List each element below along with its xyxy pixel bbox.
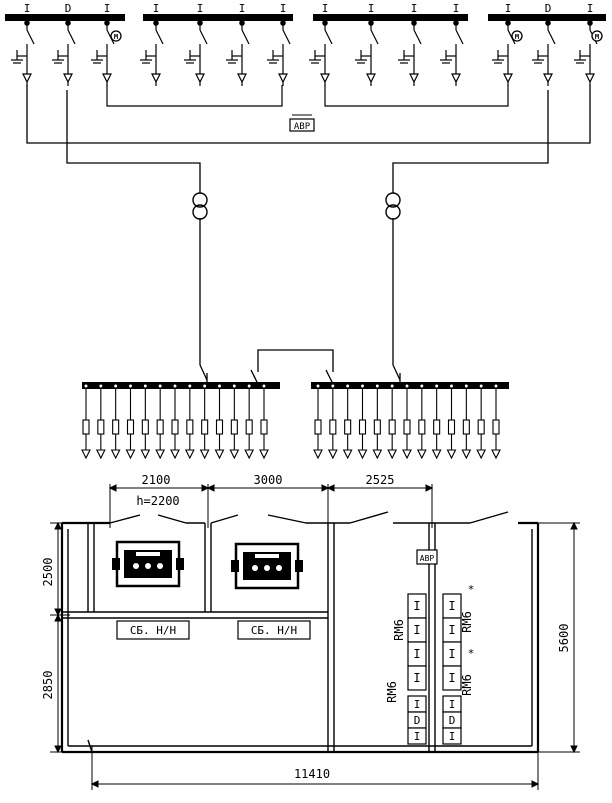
transformers	[192, 192, 401, 220]
svg-text:*: *	[468, 647, 475, 660]
mv-busbars	[5, 14, 606, 21]
lv-board-2-label: СБ. Н/Н	[251, 624, 297, 637]
cell-label: I	[197, 2, 204, 15]
lv-busbars	[82, 382, 509, 389]
dimension-2500: 2500	[41, 558, 55, 587]
cell-label: I	[322, 2, 329, 15]
cell-label: D	[65, 2, 72, 15]
lv-incomers	[199, 349, 401, 385]
cell-label: I	[280, 2, 287, 15]
transformer-2-icon	[385, 192, 401, 208]
rm6-label: RM6	[460, 674, 474, 696]
cell-label: I	[239, 2, 246, 15]
rm6-cell: I	[414, 698, 421, 711]
rm6-cell: D	[449, 714, 456, 727]
transformer-unit-2	[231, 542, 303, 590]
rm6-cell: I	[413, 599, 420, 613]
rm6-cell: I	[413, 623, 420, 637]
lv-board-2	[237, 620, 311, 640]
mv-busbar-1	[5, 14, 125, 21]
motor-label: M	[595, 33, 599, 41]
cell-label: D	[545, 2, 552, 15]
dimension-h2200: h=2200	[136, 494, 179, 508]
lv-board-1-label: СБ. Н/Н	[130, 624, 176, 637]
dimension-2525: 2525	[366, 473, 395, 487]
dimension-3000: 3000	[254, 473, 283, 487]
rm6-cell: I	[448, 671, 455, 685]
rm6-cell: I	[449, 730, 456, 743]
mv-busbar-3	[313, 14, 468, 21]
motor-icon	[110, 30, 122, 42]
mv-busbar-2	[143, 14, 293, 21]
dimension-2850: 2850	[41, 671, 55, 700]
floor-plan	[50, 484, 580, 790]
rm6-cell: I	[448, 623, 455, 637]
dimension-11410: 11410	[294, 767, 330, 781]
rm6-label: RM6	[460, 611, 474, 633]
transformer-1-icon	[192, 192, 208, 208]
rm6-star-marks: * *	[468, 583, 475, 660]
cell-label: I	[153, 2, 160, 15]
cell-label: I	[505, 2, 512, 15]
lv-feeders	[81, 383, 501, 460]
lv-board-1	[116, 620, 190, 640]
cell-label: I	[24, 2, 31, 15]
rm6-cell: I	[448, 599, 455, 613]
rm6-cell: I	[414, 730, 421, 743]
avr-box	[289, 118, 315, 132]
dimension-2100: 2100	[142, 473, 171, 487]
floor-plan-labels: 2100 h=2200 3000 2525 2500 2850 5600 114…	[41, 473, 571, 781]
cell-label: I	[104, 2, 111, 15]
rm6-cell: I	[413, 647, 420, 661]
motor-icon	[511, 30, 523, 42]
motor-icon	[591, 30, 603, 42]
rm6-cell: D	[414, 714, 421, 727]
rm6-units	[407, 549, 462, 691]
mv-feeders	[11, 20, 598, 86]
cell-label: I	[368, 2, 375, 15]
dimension-5600: 5600	[557, 624, 571, 653]
avr-interlock	[106, 85, 509, 132]
cell-label: I	[587, 2, 594, 15]
rm6-lower-labels: I D I I D I	[414, 698, 456, 743]
rm6-label: RM6	[385, 681, 399, 703]
rm6-cell: I	[413, 671, 420, 685]
transformer-unit-1	[112, 540, 184, 588]
rm6-cell: I	[449, 698, 456, 711]
motor-symbols: M M M	[110, 30, 603, 42]
mv-cell-labels: I D I I I I I I I I I I D I	[24, 2, 594, 15]
transformer-feeds	[26, 85, 591, 365]
cell-label: I	[411, 2, 418, 15]
rm6-lower	[407, 695, 462, 745]
avr-label: АВР	[294, 122, 311, 132]
svg-text:*: *	[468, 583, 475, 596]
cell-label: I	[453, 2, 460, 15]
motor-label: M	[515, 33, 519, 41]
lv-busbar-1	[82, 382, 280, 389]
rm6-label: RM6	[392, 619, 406, 641]
rm6-cell: I	[448, 647, 455, 661]
lv-busbar-2	[311, 382, 509, 389]
motor-label: M	[114, 33, 118, 41]
mv-busbar-4	[488, 14, 606, 21]
avr-box-label: АВР	[420, 554, 435, 563]
